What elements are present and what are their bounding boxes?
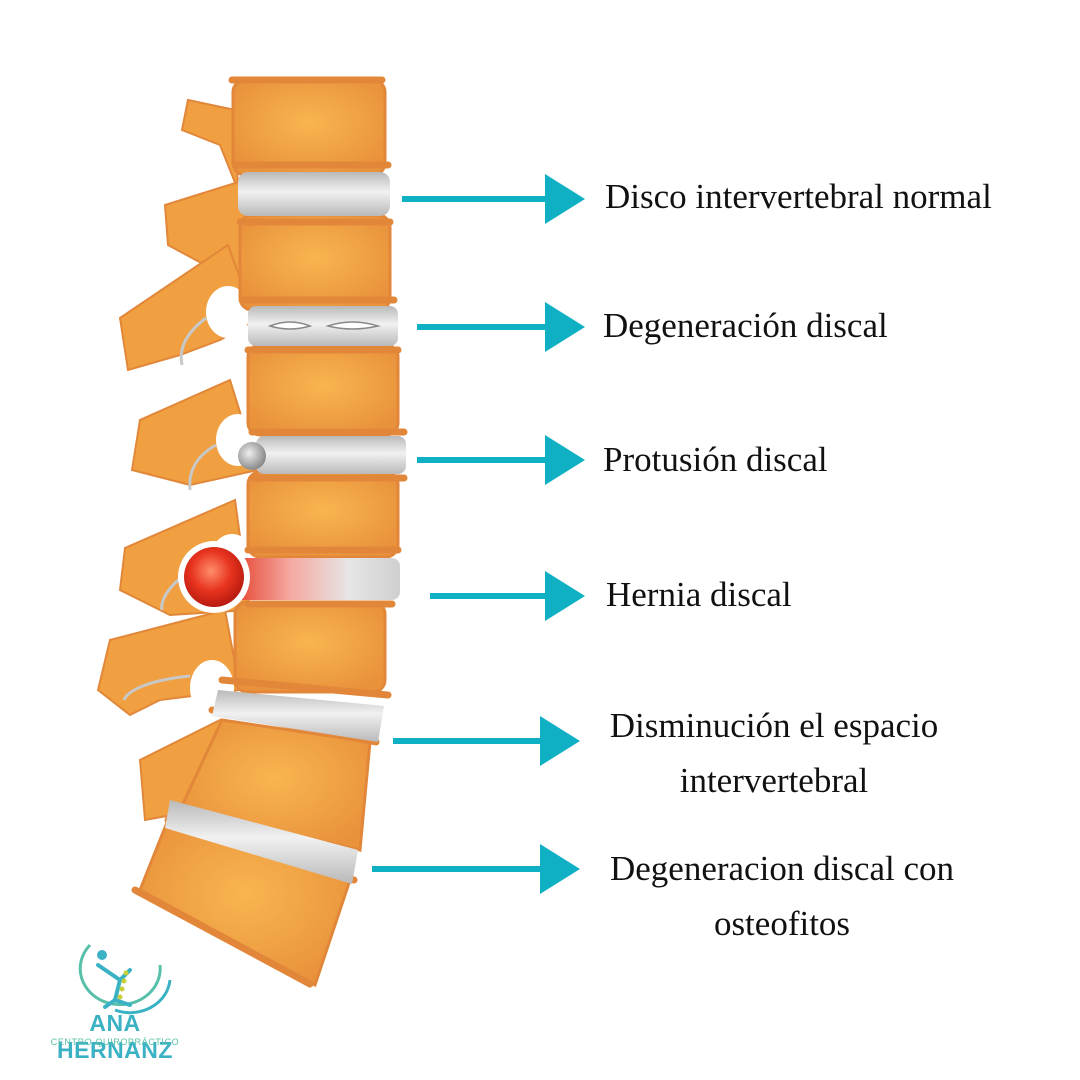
- brand-logo: [78, 943, 172, 1015]
- vertebra-5: [233, 600, 387, 694]
- intervertebral-discs: [165, 172, 406, 884]
- vertebra-4: [246, 470, 400, 559]
- label-disco-normal: Disco intervertebral normal: [605, 177, 992, 216]
- protrusion-bulge: [238, 442, 266, 470]
- label-protusion: Protusión discal: [603, 440, 828, 479]
- label-degeneracion: Degeneración discal: [603, 306, 888, 345]
- arrow-6: [372, 844, 580, 894]
- vertebra-1: [231, 78, 387, 177]
- arrow-5: [393, 716, 580, 766]
- disc-hernia: [232, 558, 400, 600]
- disc-degeneration: [248, 306, 398, 346]
- disc-normal: [238, 172, 390, 216]
- arrow-1: [402, 174, 585, 224]
- label-hernia: Hernia discal: [606, 575, 792, 614]
- brand-name: ANA HERNANZ: [57, 1010, 173, 1063]
- disc-degeneration-cracks: [267, 321, 381, 330]
- arrows: [372, 174, 585, 894]
- arrow-4: [430, 571, 585, 621]
- vertebral-bodies: [138, 78, 400, 988]
- disc-narrowed: [212, 690, 384, 742]
- arrow-3: [417, 435, 585, 485]
- label-disminucion: Disminución el espacio intervertebral: [609, 706, 939, 801]
- vertebra-3: [246, 343, 400, 437]
- disc-osteophytes: [165, 800, 358, 884]
- label-osteofitos: Degeneracion discal con osteofitos: [609, 849, 954, 944]
- disc-protrusion: [256, 436, 406, 474]
- brand-subtitle: CENTRO QUIROPRÁCTICO: [50, 1037, 180, 1047]
- arrow-2: [417, 302, 585, 352]
- vertebra-2: [238, 213, 392, 312]
- hernia-ball: [178, 541, 250, 613]
- process-1: [180, 98, 239, 191]
